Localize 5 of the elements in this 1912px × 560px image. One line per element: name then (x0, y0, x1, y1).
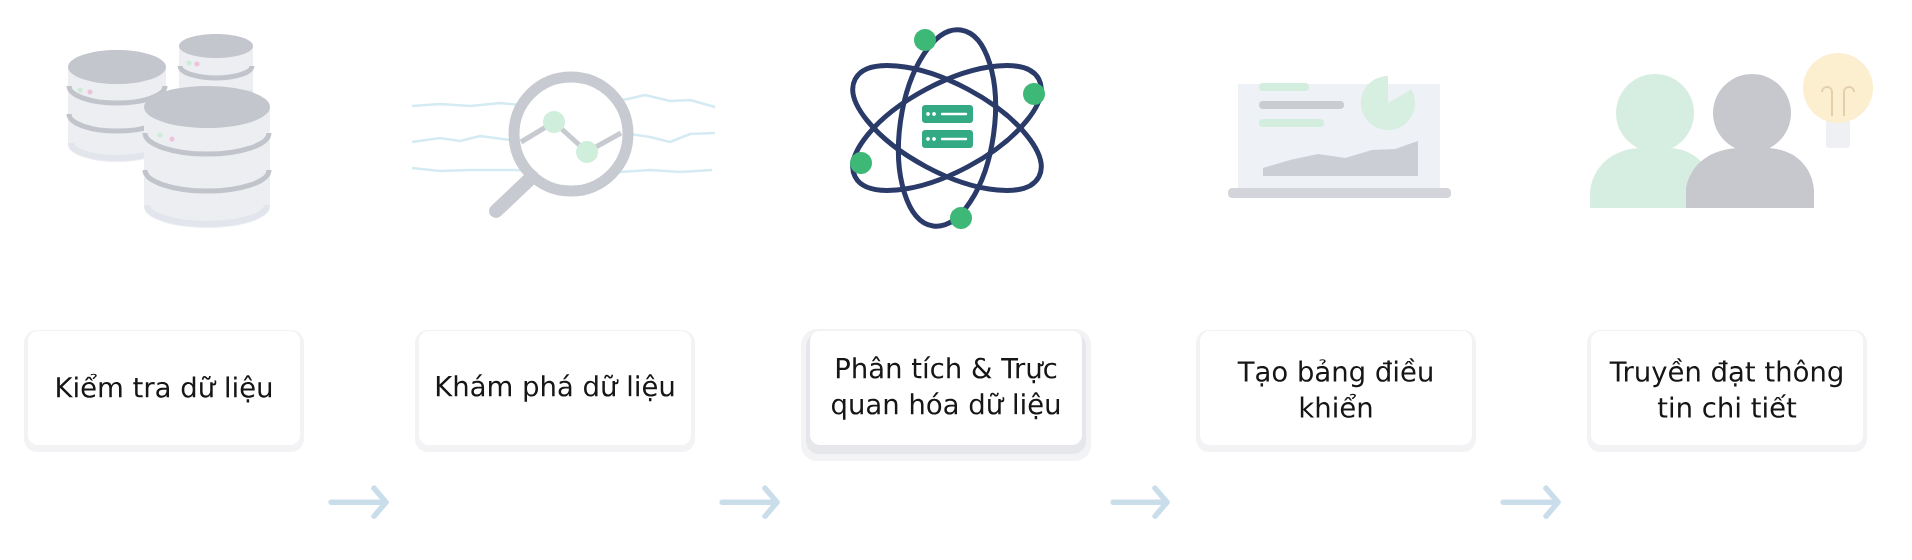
step-card: Phân tích & Trực quan hóa dữ liệu (801, 329, 1091, 461)
step-card: Tạo bảng điều khiển (1196, 330, 1476, 452)
step-card: Khám phá dữ liệu (415, 330, 695, 452)
step-card: Kiểm tra dữ liệu (24, 330, 304, 452)
step-card: Truyền đạt thông tin chi tiết (1587, 330, 1867, 452)
